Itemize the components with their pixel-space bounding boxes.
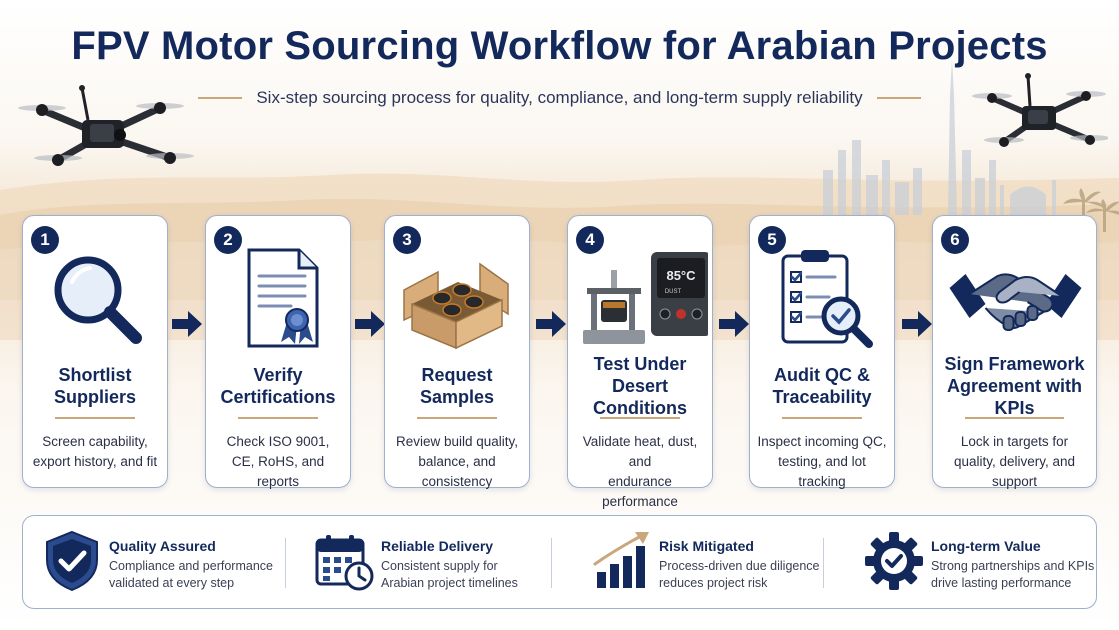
shield-check-icon xyxy=(46,530,98,592)
feature-title: Long-term Value xyxy=(931,538,1041,554)
step-card-3: 3 Request Samples Review build quality, … xyxy=(384,215,530,489)
page-subtitle: Six-step sourcing process for quality, c… xyxy=(256,88,863,107)
step-description: Check ISO 9001, CE, RoHS, and reports xyxy=(226,434,330,489)
step-number-badge: 2 xyxy=(214,226,242,254)
subtitle-row: Six-step sourcing process for quality, c… xyxy=(0,88,1119,108)
feature-title: Reliable Delivery xyxy=(381,538,494,554)
feature-divider xyxy=(551,538,552,588)
feature-title: Risk Mitigated xyxy=(659,538,754,554)
step-number-badge: 6 xyxy=(941,226,969,254)
checklist-icon xyxy=(781,250,873,348)
step-number-badge: 3 xyxy=(393,226,421,254)
feature-description: Process-driven due diligence reduces pro… xyxy=(659,559,820,590)
calendar-clock-icon xyxy=(315,535,374,591)
step-number-badge: 4 xyxy=(576,226,604,254)
step-card-6: 6 Sign Framework Agreement with KPIs Loc… xyxy=(932,215,1097,489)
feature-description: Consistent supply for Arabian project ti… xyxy=(381,559,518,590)
handshake-icon xyxy=(949,273,1082,331)
gear-check-icon xyxy=(865,532,923,590)
magnifier-icon xyxy=(54,256,142,344)
subtitle-divider-left xyxy=(198,97,243,99)
step-divider xyxy=(55,417,135,419)
feature-title: Quality Assured xyxy=(109,538,216,554)
flow-arrow-icon xyxy=(536,311,566,337)
step-card-2: 2 Verify Certifications Check ISO 9001, … xyxy=(205,215,351,489)
feature-description: Strong partnerships and KPIs drive lasti… xyxy=(931,559,1095,590)
workflow-steps: 1 Shortlist Suppliers Screen capability,… xyxy=(22,215,1097,509)
subtitle-divider-right xyxy=(876,97,921,99)
step-title: Audit QC & Traceability xyxy=(772,365,872,407)
step-description: Validate heat, dust, and endurance perfo… xyxy=(582,434,698,509)
flow-arrow-icon xyxy=(172,311,202,337)
certificate-icon xyxy=(247,248,319,348)
page-title: FPV Motor Sourcing Workflow for Arabian … xyxy=(71,24,1048,68)
step-divider xyxy=(238,417,318,419)
fpv-drone-right-icon xyxy=(972,73,1108,147)
feature-long-term-value: Long-term Value Strong partnerships and … xyxy=(845,516,1095,610)
step-card-5: 5 Audit QC & Traceability xyxy=(749,215,895,489)
feature-reliable-delivery: Reliable Delivery Consistent supply for … xyxy=(295,516,563,610)
feature-divider xyxy=(823,538,824,588)
step-title: Test Under Desert Conditions xyxy=(593,354,687,418)
step-title: Request Samples xyxy=(419,365,495,407)
step-card-4: 4 85°C DUST Test Under Desert Conditions… xyxy=(567,215,713,509)
growth-chart-icon xyxy=(593,532,649,588)
step-title: Verify Certifications xyxy=(220,365,336,407)
step-description: Inspect incoming QC, testing, and lot tr… xyxy=(757,434,887,489)
flow-arrow-icon xyxy=(355,311,385,337)
step-card-1: 1 Shortlist Suppliers Screen capability,… xyxy=(22,215,168,488)
step-description: Review build quality, balance, and consi… xyxy=(395,434,519,489)
test-display-label: DUST xyxy=(665,289,682,295)
step-title: Sign Framework Agreement with KPIs xyxy=(944,354,1085,418)
fpv-drone-left-icon xyxy=(18,85,194,166)
step-divider xyxy=(782,417,862,419)
step-number-badge: 5 xyxy=(758,226,786,254)
flow-arrow-icon xyxy=(719,311,749,337)
flow-arrow-icon xyxy=(902,311,932,337)
step-description: Lock in targets for quality, delivery, a… xyxy=(953,434,1076,489)
benefits-bar: Quality Assured Compliance and performan… xyxy=(22,515,1097,609)
step-divider xyxy=(965,417,1064,419)
test-rig-icon: 85°C DUST xyxy=(583,252,708,344)
feature-risk-mitigated: Risk Mitigated Process-driven due dilige… xyxy=(573,516,841,610)
step-divider xyxy=(600,417,680,419)
test-display-temp: 85°C xyxy=(666,268,696,283)
feature-description: Compliance and performance validated at … xyxy=(109,559,273,590)
step-title: Shortlist Suppliers xyxy=(53,365,137,407)
sample-box-icon xyxy=(403,262,509,350)
feature-quality-assured: Quality Assured Compliance and performan… xyxy=(23,516,291,610)
step-divider xyxy=(417,417,497,419)
feature-divider xyxy=(285,538,286,588)
step-description: Screen capability, export history, and f… xyxy=(32,434,158,469)
step-number-badge: 1 xyxy=(31,226,59,254)
